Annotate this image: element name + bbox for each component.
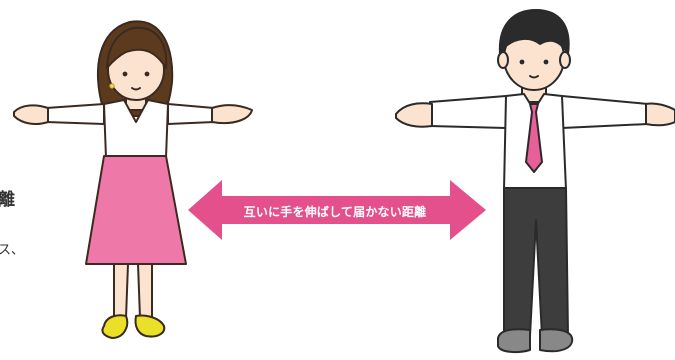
side-heading-fragment: 離 — [0, 190, 15, 210]
woman-figure-icon — [13, 20, 253, 339]
man-figure-icon — [395, 9, 675, 354]
side-body-fragment: ス、 — [0, 243, 25, 258]
distance-label: 互いに手を伸ばして届かない距離 — [243, 205, 427, 219]
double-arrow-icon — [188, 180, 486, 240]
